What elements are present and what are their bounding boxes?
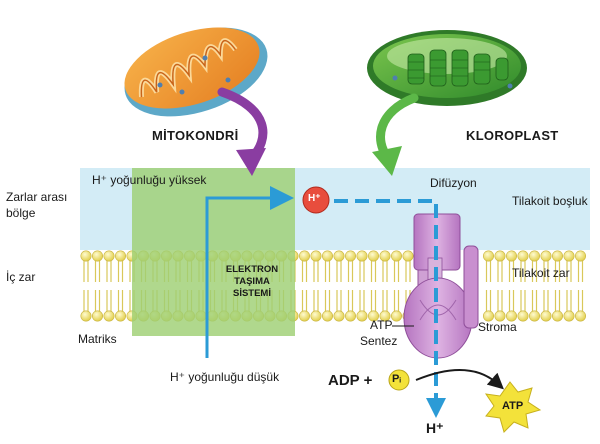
lipid-head: [517, 310, 529, 322]
hplus-bubble-label: H⁺: [308, 193, 321, 204]
chloroplast-illustration: [367, 30, 527, 106]
chloroplast-pointer-head: [372, 146, 402, 176]
lipid-head: [551, 250, 563, 262]
lipid-head: [517, 250, 529, 262]
lipid-head: [390, 250, 402, 262]
lipid-head: [356, 310, 368, 322]
lipid-head: [298, 250, 310, 262]
electron-transport-box: [132, 168, 295, 336]
etc-label-line3: SİSTEMİ: [232, 287, 271, 299]
etc-label: ELEKTRON TAŞIMA SİSTEMİ: [220, 264, 284, 300]
lipid-head: [92, 310, 104, 322]
gradient-low-label: H⁺ yoğunluğu düşük: [170, 370, 280, 384]
gradient-high-label: H⁺ yoğunluğu yüksek: [92, 173, 207, 187]
mitochondria-title: MİTOKONDRİ: [152, 128, 239, 143]
lipid-head: [574, 310, 586, 322]
stroma-label: Stroma: [478, 320, 517, 334]
lipid-head: [528, 310, 540, 322]
atp-synthase-label-line1: ATP: [370, 318, 393, 332]
lipid-head: [402, 250, 414, 262]
lipid-head: [310, 250, 322, 262]
thylakoid-membrane-label: Tilakoit zar: [512, 266, 570, 280]
lipid-head: [321, 250, 333, 262]
lipid-head: [92, 250, 104, 262]
matrix-label: Matriks: [78, 332, 117, 346]
lipid-head: [298, 310, 310, 322]
atp-synthase-label-line2: Sentez: [360, 334, 398, 348]
lipid-head: [540, 310, 552, 322]
lipid-head: [115, 250, 127, 262]
diffusion-label: Difüzyon: [430, 176, 477, 190]
proton-path-arrow: [205, 186, 294, 358]
lipid-head: [344, 310, 356, 322]
lipid-head: [574, 250, 586, 262]
lipid-head: [505, 250, 517, 262]
hplus-out-label: H⁺: [426, 420, 444, 436]
lipid-head: [563, 310, 575, 322]
lipid-head: [80, 250, 92, 262]
atp-star: [484, 381, 542, 433]
lipid-head: [80, 310, 92, 322]
mitochondrion-illustration: [124, 27, 268, 117]
proton-exit-head: [426, 398, 446, 418]
lipid-head: [494, 310, 506, 322]
hplus-bubble: [302, 186, 330, 214]
proton-flow-dashed: [334, 199, 438, 400]
etc-label-line2: TAŞIMA: [234, 275, 270, 287]
intermembrane-label-line1: Zarlar arası: [6, 190, 68, 204]
lipid-head: [563, 250, 575, 262]
thylakoid-space-label: Tilakoit boşluk: [512, 194, 588, 208]
lipid-head: [367, 310, 379, 322]
chloroplast-title: KLOROPLAST: [466, 128, 559, 143]
lipid-head: [505, 310, 517, 322]
lipid-head: [103, 310, 115, 322]
mitochondria-pointer-head: [236, 148, 266, 176]
lipid-head: [540, 250, 552, 262]
lipid-head: [333, 250, 345, 262]
lipid-head: [321, 310, 333, 322]
pi-circle: [388, 369, 410, 391]
lipid-head: [379, 310, 391, 322]
lipid-head: [379, 250, 391, 262]
lipid-head: [482, 310, 494, 322]
lipid-head: [528, 250, 540, 262]
lipid-head: [356, 250, 368, 262]
inner-membrane-label: İç zar: [6, 270, 36, 284]
lipid-head: [390, 310, 402, 322]
pi-label: Pᵢ: [392, 373, 401, 385]
adp-label: ADP +: [328, 372, 373, 389]
lipid-head: [367, 250, 379, 262]
lipid-head: [482, 250, 494, 262]
etc-label-line1: ELEKTRON: [225, 264, 279, 275]
atp-formation-arrow: [415, 369, 504, 390]
atp-label: ATP: [502, 400, 524, 412]
lipid-head: [344, 250, 356, 262]
lipid-head: [551, 310, 563, 322]
lipid-head: [494, 250, 506, 262]
intermembrane-label-line2: bölge: [6, 206, 36, 220]
lipid-head: [310, 310, 322, 322]
lipid-head: [115, 310, 127, 322]
lipid-head: [103, 250, 115, 262]
lipid-head: [333, 310, 345, 322]
